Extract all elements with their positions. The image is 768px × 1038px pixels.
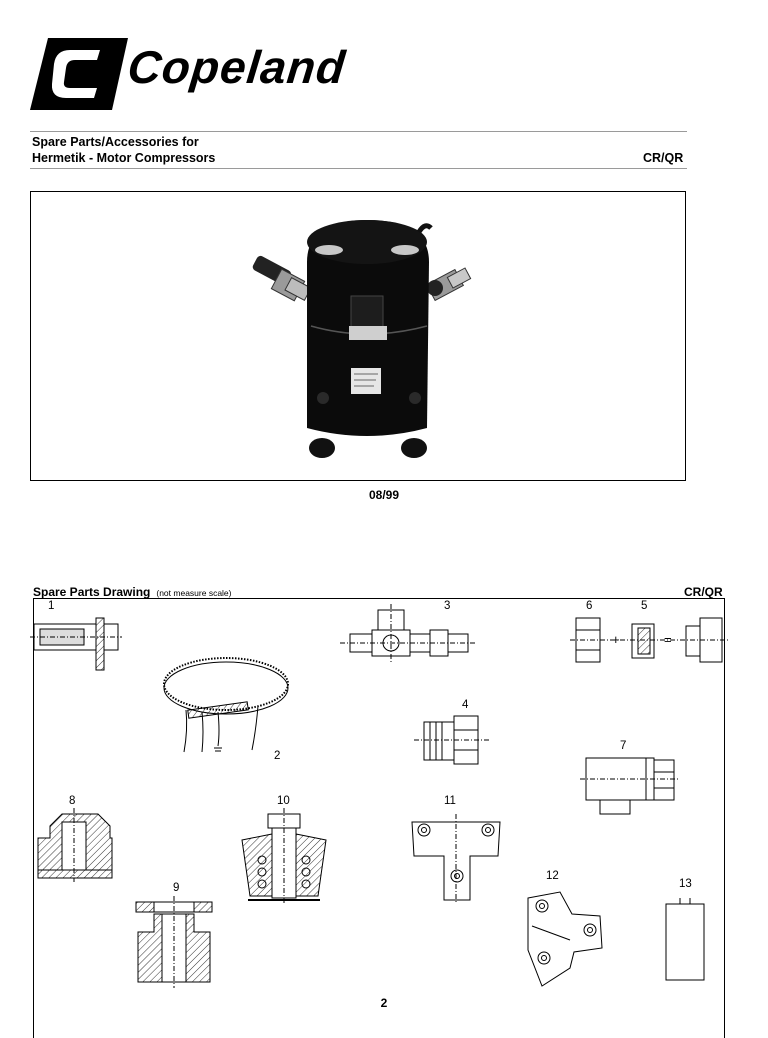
part-13-drawing	[665, 898, 705, 981]
part-7-drawing	[580, 757, 680, 815]
spare-parts-drawing-frame	[33, 598, 725, 1038]
plus-sign: +	[612, 632, 620, 647]
part-number-10: 10	[277, 795, 290, 807]
part-number-5: 5	[641, 600, 647, 612]
drawing-title-text: Spare Parts Drawing	[33, 585, 151, 599]
part-number-11: 11	[444, 795, 456, 807]
part-12-drawing	[527, 891, 603, 987]
copeland-logo-icon	[30, 38, 128, 110]
drawing-model-code: CR/QR	[684, 585, 723, 599]
suction-valve-left	[252, 255, 312, 302]
part-1-drawing	[30, 617, 122, 671]
part-number-2: 2	[274, 750, 280, 762]
part-number-13: 13	[679, 878, 692, 890]
part-number-4: 4	[462, 699, 469, 711]
part-number-6: 6	[586, 600, 592, 612]
part-number-1: 1	[48, 600, 54, 612]
compressor-photo	[252, 220, 472, 458]
header-line-1: Spare Parts/Accessories for	[32, 135, 199, 149]
part-10-drawing	[241, 808, 327, 904]
equals-sign: =	[664, 632, 672, 647]
part-number-9: 9	[173, 882, 179, 894]
header-bottom-rule	[30, 168, 687, 169]
drawing-scale-note: (not measure scale)	[156, 588, 232, 598]
parts-6-5-drawing	[570, 617, 730, 663]
header-line-2: Hermetik - Motor Compressors	[32, 151, 216, 165]
part-8-drawing	[37, 808, 113, 882]
page-number: 2	[380, 996, 388, 1010]
issue-date: 08/99	[368, 488, 400, 502]
part-4-drawing	[414, 715, 490, 765]
part-number-12: 12	[546, 870, 559, 882]
header-model-code: CR/QR	[643, 151, 684, 165]
compressor-photo-frame	[30, 191, 686, 481]
part-number-8: 8	[69, 795, 75, 807]
discharge-valve-right	[425, 267, 472, 302]
part-2-drawing	[163, 657, 289, 753]
drawing-title: Spare Parts Drawing (not measure scale)	[33, 585, 232, 599]
part-3-drawing	[340, 604, 476, 662]
part-9-drawing	[135, 896, 213, 988]
part-number-7: 7	[620, 740, 626, 752]
part-11-drawing	[411, 814, 501, 904]
header-top-rule	[30, 131, 687, 132]
part-number-3: 3	[444, 600, 450, 612]
